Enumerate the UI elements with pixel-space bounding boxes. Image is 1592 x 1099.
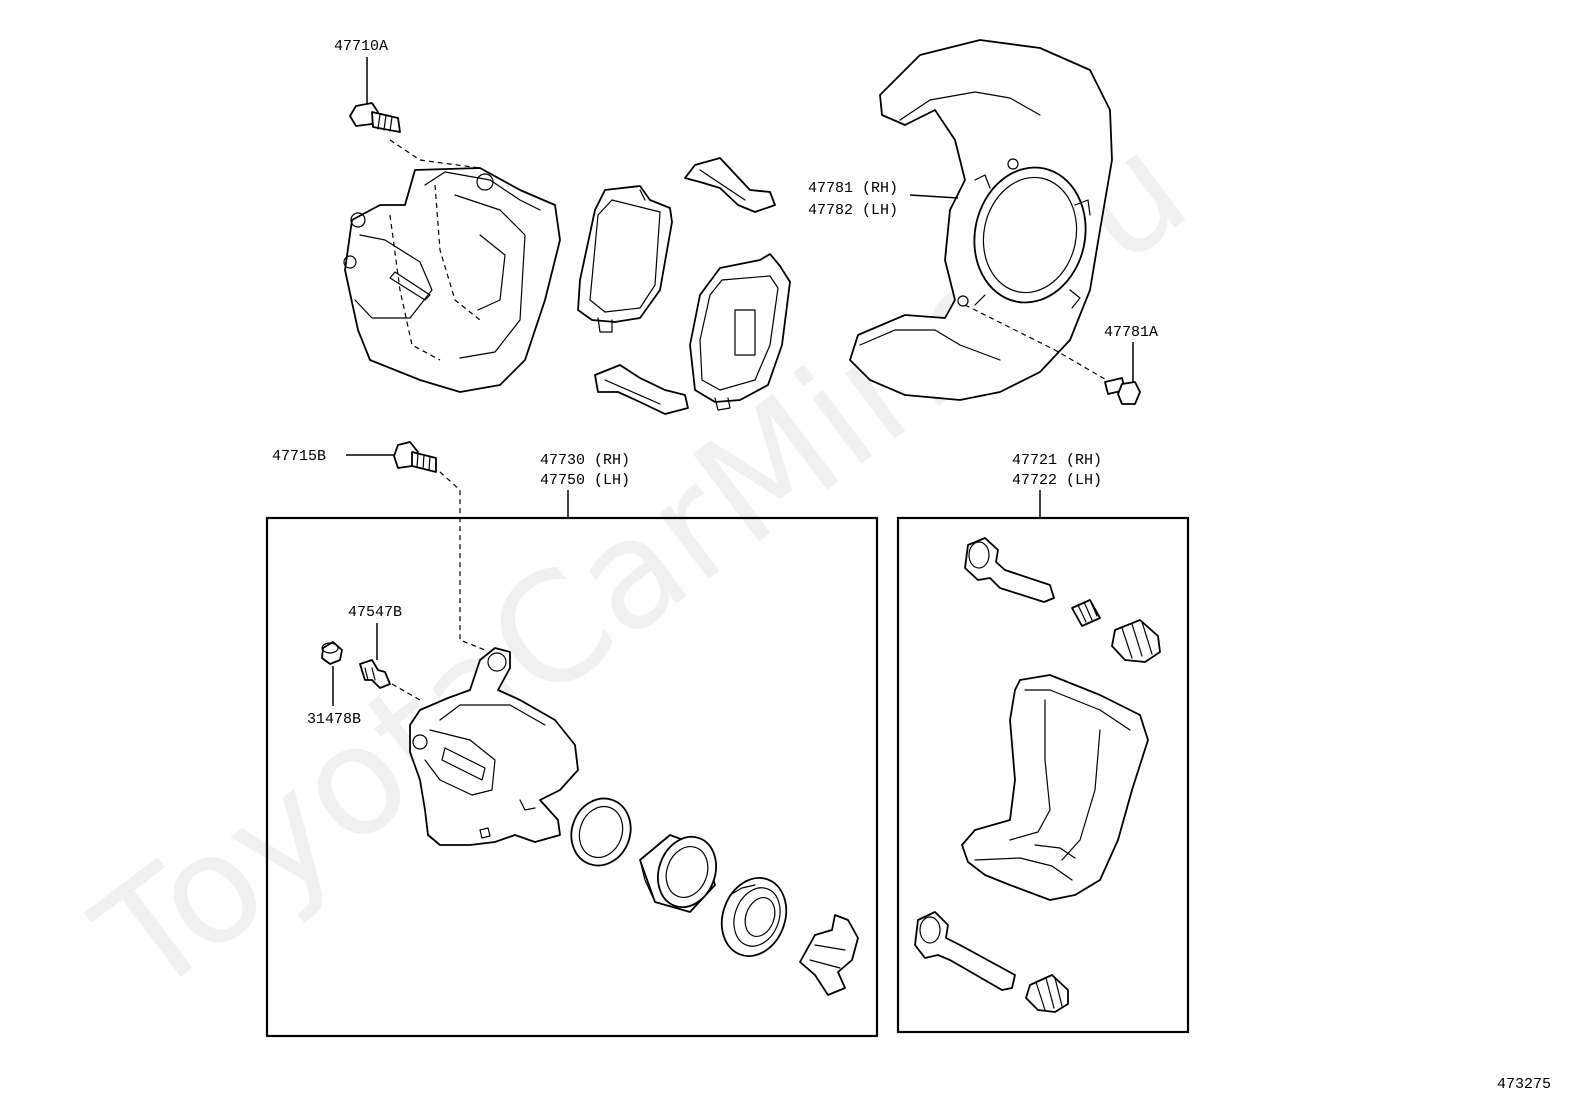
brake-pad-inner[interactable]: [577, 185, 673, 333]
brake-pad-outer[interactable]: [689, 253, 791, 411]
mounting-kit-box: [896, 516, 1190, 1034]
slide-pin-boot-upper[interactable]: [1111, 619, 1161, 663]
slide-pin-spring[interactable]: [1071, 599, 1101, 627]
caliper-mounting-bracket[interactable]: [961, 674, 1149, 901]
caliper-kit-box: [265, 516, 879, 1038]
label-47547B: 47547B: [348, 604, 402, 621]
piston[interactable]: [639, 829, 726, 916]
bleeder-cap[interactable]: [321, 641, 343, 665]
label-31478B: 31478B: [307, 711, 361, 728]
pad-support-clip[interactable]: [799, 914, 859, 996]
piston-boot[interactable]: [711, 869, 797, 965]
label-47721-rh: 47721 (RH): [1012, 452, 1102, 469]
label-47715B: 47715B: [272, 448, 326, 465]
caliper-cylinder[interactable]: [409, 647, 579, 846]
bolt-lower[interactable]: [346, 441, 437, 473]
label-47730-rh: 47730 (RH): [540, 452, 630, 469]
slide-pin-boot-lower[interactable]: [1025, 974, 1069, 1013]
label-47750-lh: 47750 (LH): [540, 472, 630, 489]
label-47710A: 47710A: [334, 38, 388, 55]
piston-seal[interactable]: [562, 790, 640, 874]
label-47722-lh: 47722 (LH): [1012, 472, 1102, 489]
slide-pin-upper[interactable]: [964, 537, 1055, 603]
bolt-upper[interactable]: [349, 57, 401, 133]
disc-dust-shield[interactable]: [849, 39, 1113, 401]
slide-pin-lower[interactable]: [914, 911, 1016, 991]
caliper-assembly-upper[interactable]: [343, 167, 561, 393]
shield-bolt[interactable]: [1104, 342, 1141, 405]
bleeder-plug[interactable]: [359, 659, 391, 689]
anti-squeal-shim-upper[interactable]: [684, 157, 776, 213]
label-47782-lh: 47782 (LH): [808, 202, 898, 219]
label-47781A: 47781A: [1104, 324, 1158, 341]
label-47781-rh: 47781 (RH): [808, 180, 898, 197]
diagram-number: 473275: [1497, 1076, 1551, 1093]
anti-squeal-shim-lower[interactable]: [594, 364, 689, 415]
